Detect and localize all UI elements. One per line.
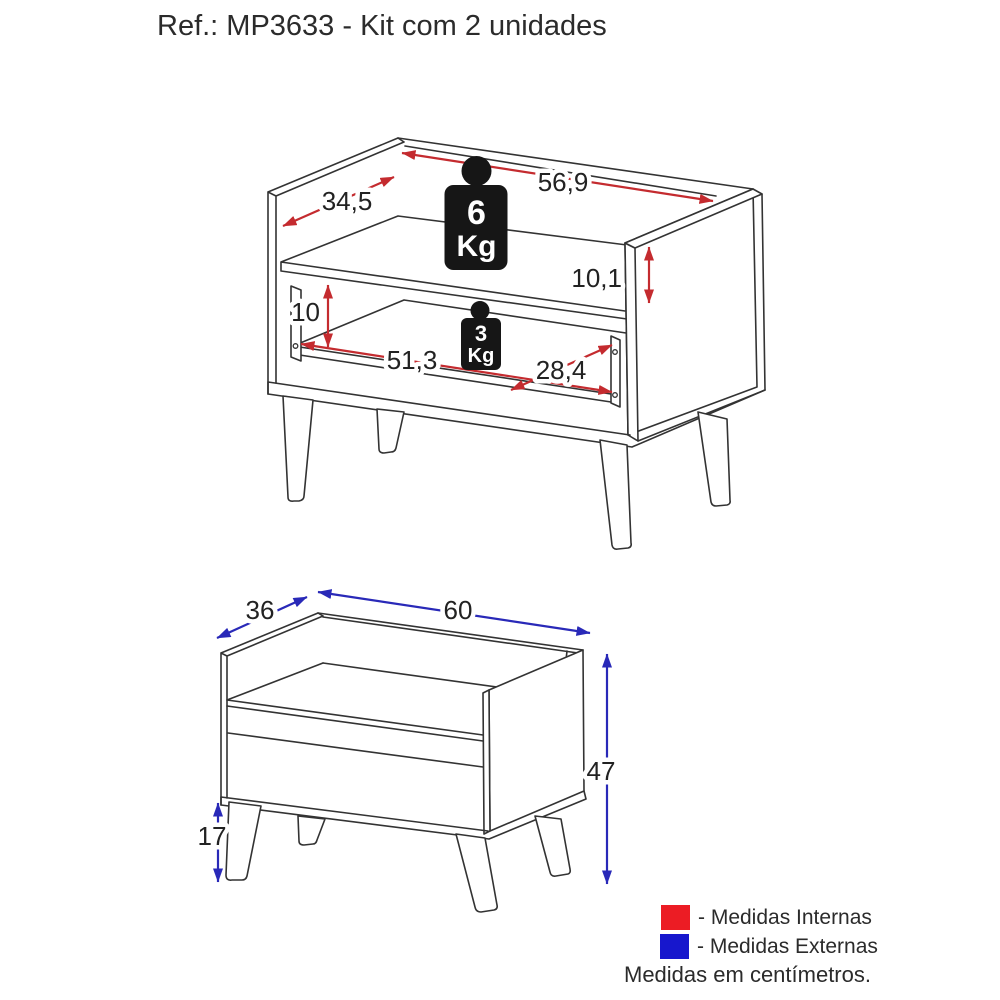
right-side-panel [624,188,766,442]
legs [282,395,731,550]
external-dimension-labels: 36 60 47 17 [193,591,620,856]
drawer-front [227,732,484,768]
base-panel [267,381,766,448]
external-color-swatch [660,934,689,959]
screw-hole [612,349,618,355]
external-view-drawing: 36 60 47 17 [193,589,620,913]
weight-3kg-unit: Kg [468,345,495,367]
dim-width-label: 60 [444,595,473,625]
middle-shelf [280,215,628,320]
weight-6kg-unit: Kg [457,230,497,263]
dim-top-width-arrow [401,150,714,204]
dim-drawer-height-label: 10 [291,297,320,327]
weight-6kg-icon: 6 Kg [444,156,508,270]
dim-drawer-width-label: 51,3 [387,345,438,375]
legend-external-row: - Medidas Externas [660,934,878,959]
legend-internal-row: - Medidas Internas [661,905,872,930]
left-side-panel [220,612,324,806]
dim-drawer-depth-arrow [510,343,613,392]
dim-depth-arrow [216,595,308,640]
screw-hole [292,343,299,349]
screw-hole [612,392,618,398]
dim-drawer-depth-label: 28,4 [536,355,587,385]
internal-dimension-labels: 56,9 34,5 10,1 10 51,3 28,4 [287,163,627,390]
internal-view-drawing: 6 Kg 3 Kg 56,9 34,5 10,1 10 51,3 28,4 [267,137,766,550]
base-panel [220,790,587,840]
weight-6kg-value: 6 [467,194,486,232]
left-side-panel [267,137,405,395]
niche-shelf [226,662,563,742]
legend-internal-label: - Medidas Internas [698,905,872,929]
external-dimension-arrows [213,589,612,885]
dim-top-depth-label: 34,5 [322,186,373,216]
dim-width-arrow [317,589,591,636]
page-title: Ref.: MP3633 - Kit com 2 unidades [157,10,607,42]
legend-external-label: - Medidas Externas [697,934,878,958]
weight-3kg-icon: 3 Kg [461,301,501,370]
dim-niche-height-label: 10,1 [571,263,622,293]
dim-top-width-label: 56,9 [538,167,589,197]
dim-height-label: 47 [587,756,616,786]
dim-leg-height-label: 17 [198,821,227,851]
screw-hole [292,300,299,306]
weight-3kg-value: 3 [475,321,487,346]
legs [225,801,572,913]
dim-depth-label: 36 [246,595,275,625]
internal-color-swatch [661,905,690,930]
internal-dimension-arrows [282,150,714,395]
legend-units-note: Medidas em centímetros. [624,962,871,987]
right-side-panel [482,649,585,835]
dim-top-depth-arrow [282,175,395,228]
